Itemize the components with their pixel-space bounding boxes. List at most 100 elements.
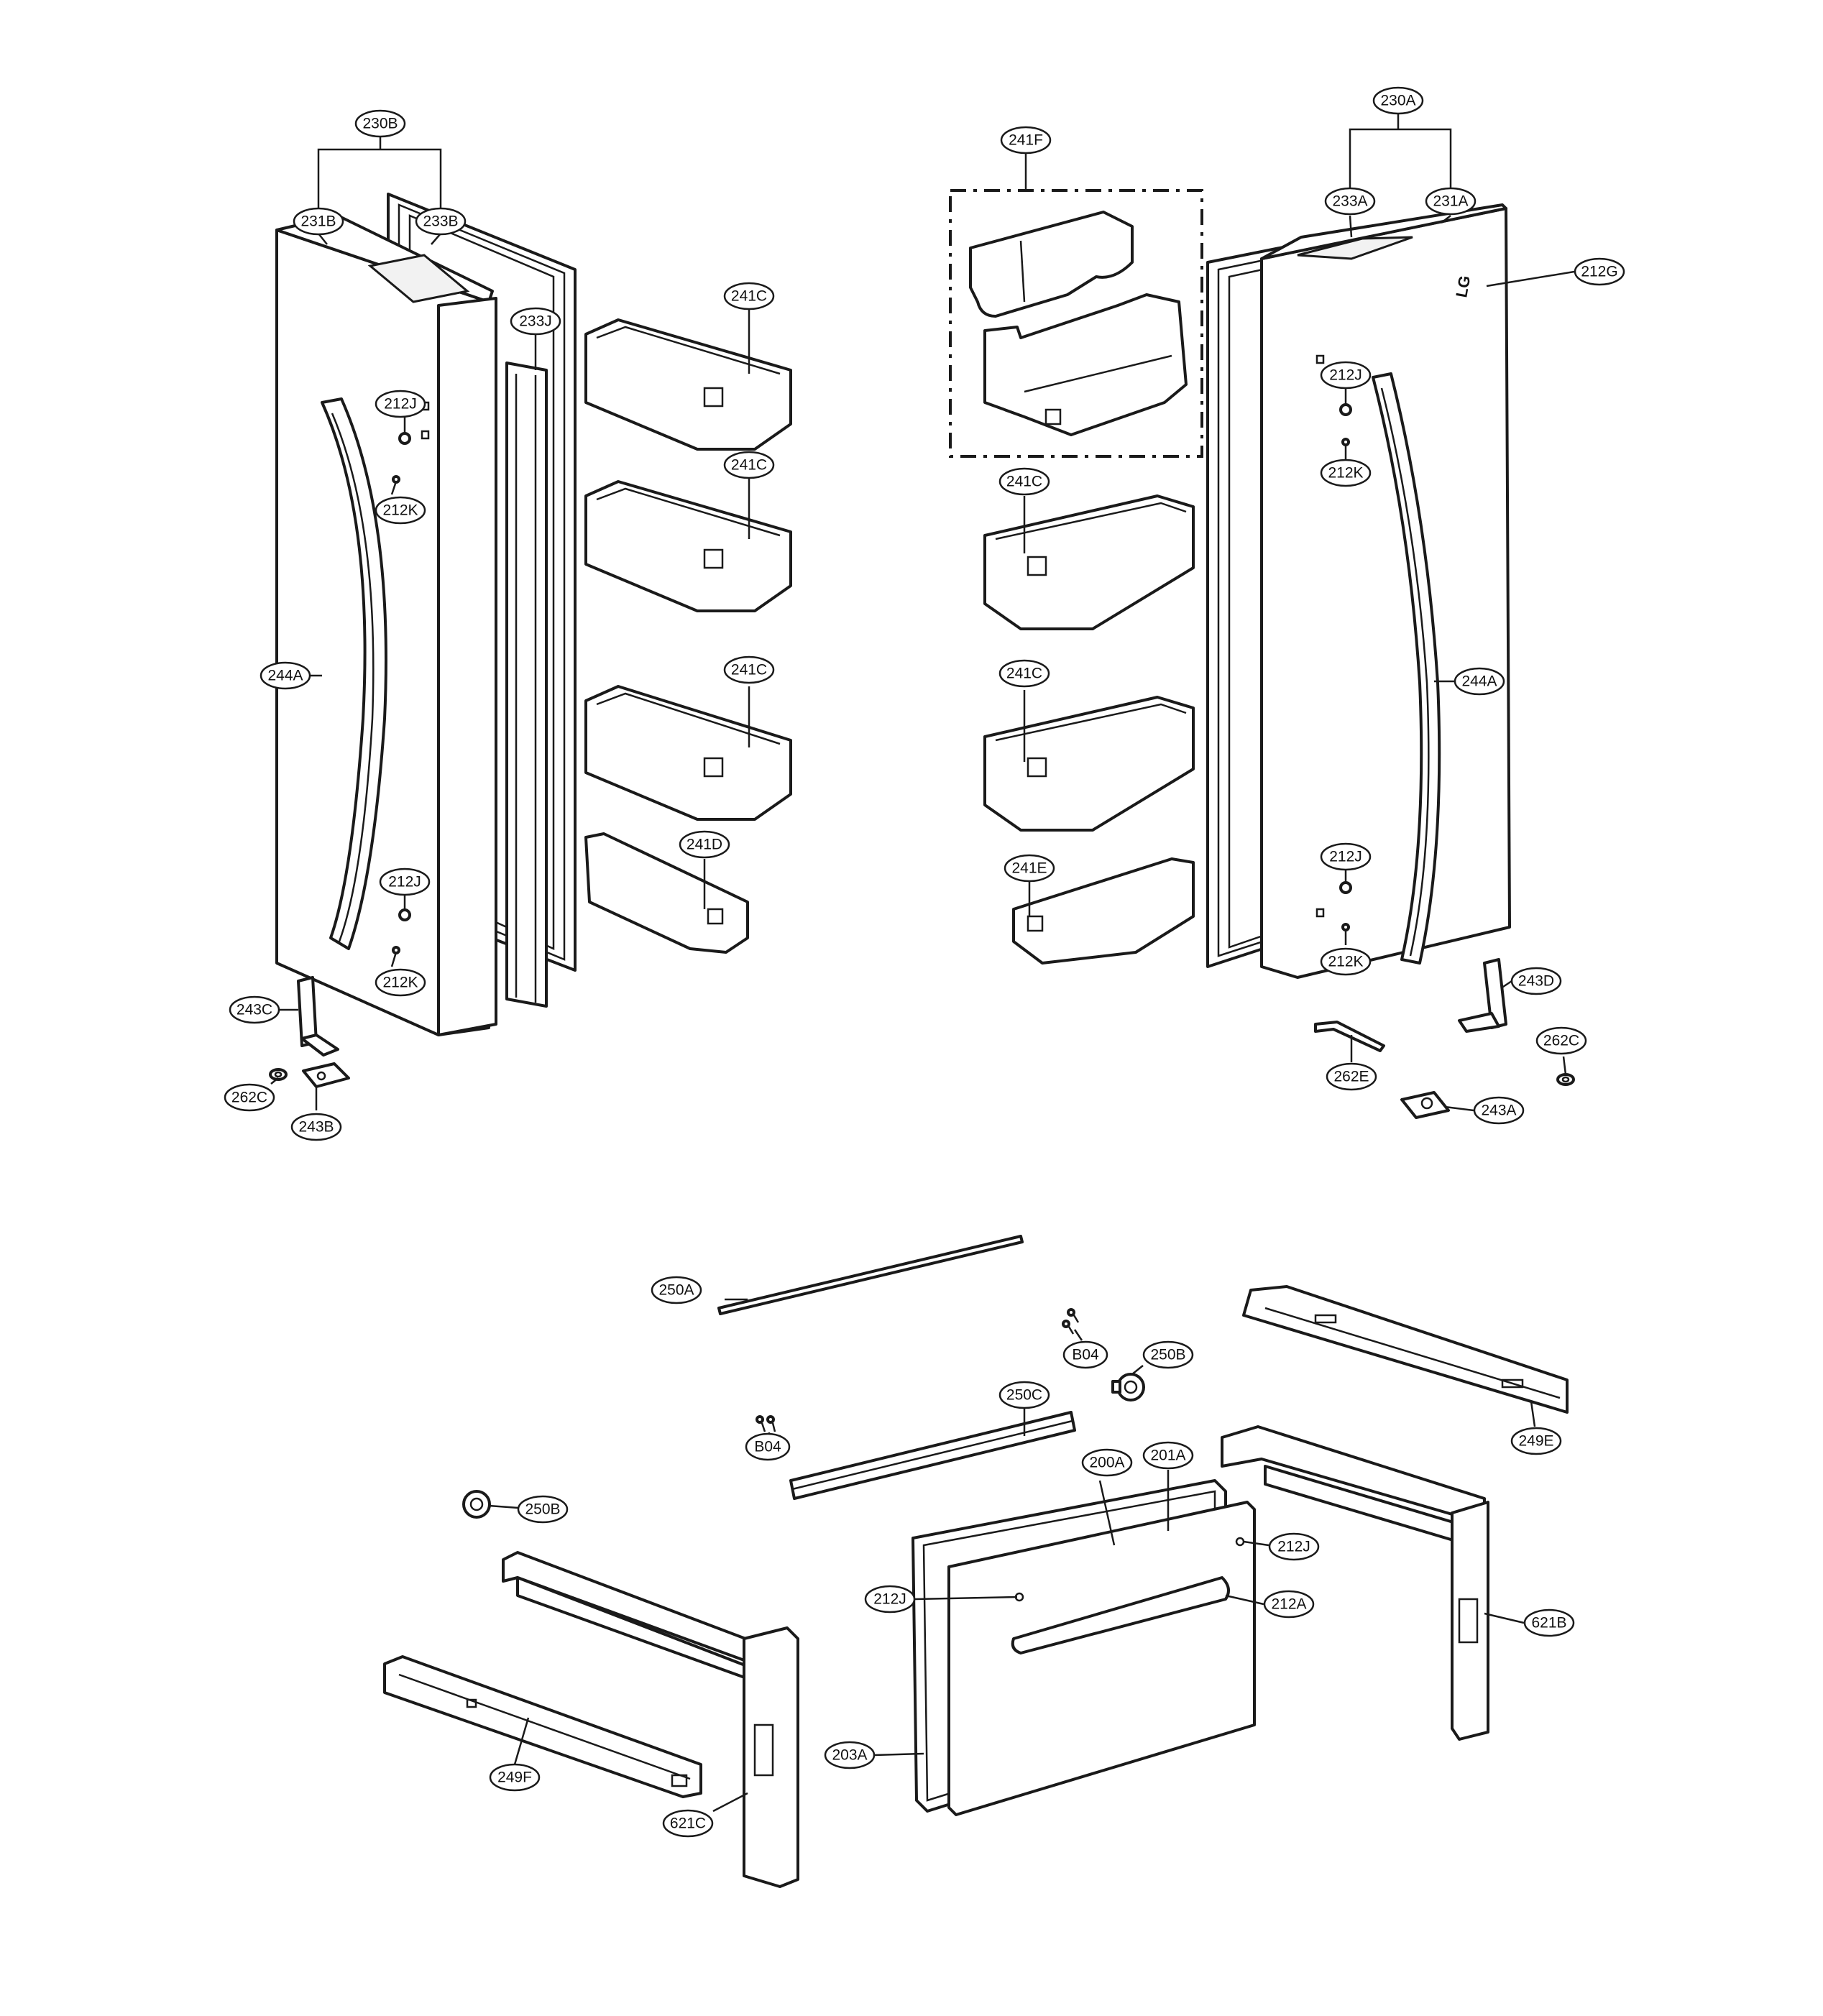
svg-text:241C: 241C bbox=[731, 662, 767, 678]
callout-262E: 262E bbox=[1326, 1062, 1377, 1091]
callout-212J-drawer-right: 212J bbox=[1268, 1532, 1320, 1561]
svg-text:212J: 212J bbox=[1277, 1539, 1310, 1555]
svg-text:203A: 203A bbox=[832, 1747, 867, 1764]
svg-text:243A: 243A bbox=[1481, 1103, 1516, 1119]
svg-text:241D: 241D bbox=[687, 837, 722, 853]
svg-text:243C: 243C bbox=[237, 1002, 272, 1018]
callout-212J-right-lower: 212J bbox=[1320, 842, 1372, 871]
right-bin-241E bbox=[1012, 857, 1195, 965]
svg-text:241C: 241C bbox=[731, 288, 767, 305]
svg-text:243B: 243B bbox=[298, 1119, 334, 1136]
svg-text:212K: 212K bbox=[382, 502, 418, 519]
callout-241D: 241D bbox=[679, 830, 730, 859]
svg-text:250B: 250B bbox=[525, 1501, 560, 1518]
right-lower-hinge-243D bbox=[1458, 958, 1507, 1033]
right-bin-1 bbox=[983, 494, 1195, 630]
svg-text:212G: 212G bbox=[1581, 264, 1617, 280]
rail-249F bbox=[383, 1655, 702, 1798]
callout-203A: 203A bbox=[824, 1741, 876, 1769]
bracket-621B bbox=[1221, 1425, 1489, 1741]
svg-text:621B: 621B bbox=[1531, 1615, 1566, 1631]
callout-250A: 250A bbox=[651, 1276, 702, 1304]
callout-212A: 212A bbox=[1263, 1590, 1315, 1619]
svg-text:212J: 212J bbox=[388, 874, 421, 890]
svg-text:212K: 212K bbox=[1328, 465, 1363, 482]
callout-212J-left-lower: 212J bbox=[379, 867, 431, 896]
callout-243C: 243C bbox=[229, 995, 280, 1024]
left-door-strip bbox=[505, 362, 548, 1008]
svg-text:249F: 249F bbox=[497, 1769, 532, 1786]
svg-text:244A: 244A bbox=[267, 668, 303, 684]
svg-text:212J: 212J bbox=[384, 396, 417, 413]
leader-lines bbox=[270, 114, 1575, 1813]
svg-text:262C: 262C bbox=[1543, 1033, 1579, 1049]
svg-text:241E: 241E bbox=[1011, 860, 1047, 877]
callout-243B: 243B bbox=[290, 1113, 342, 1141]
svg-text:241C: 241C bbox=[731, 457, 767, 474]
svg-text:230A: 230A bbox=[1380, 93, 1415, 109]
gear-250B-left bbox=[462, 1490, 491, 1519]
callout-244A-left: 244A bbox=[260, 661, 311, 690]
svg-text:212J: 212J bbox=[873, 1591, 906, 1608]
left-bin-2 bbox=[584, 480, 792, 612]
lg-logo: LG bbox=[1452, 274, 1474, 298]
callout-250C: 250C bbox=[998, 1381, 1050, 1409]
right-washer-262C bbox=[1556, 1073, 1575, 1086]
callout-241C-left-1: 241C bbox=[723, 282, 775, 310]
svg-text:250C: 250C bbox=[1006, 1387, 1042, 1404]
svg-text:212J: 212J bbox=[1329, 849, 1362, 865]
bar-250C bbox=[789, 1411, 1076, 1500]
callout-212K-right-lower: 212K bbox=[1320, 947, 1372, 976]
svg-text:212K: 212K bbox=[1328, 954, 1363, 970]
callout-243A: 243A bbox=[1473, 1096, 1525, 1125]
callout-243D: 243D bbox=[1510, 967, 1562, 995]
svg-text:B04: B04 bbox=[754, 1439, 781, 1455]
callout-233J: 233J bbox=[510, 307, 561, 336]
left-bin-241D bbox=[584, 832, 749, 954]
callout-201A: 201A bbox=[1142, 1441, 1194, 1470]
callout-200A: 200A bbox=[1081, 1448, 1133, 1477]
callout-B04-left: B04 bbox=[745, 1432, 791, 1461]
callout-262C-right: 262C bbox=[1535, 1026, 1587, 1055]
callout-212J-drawer-left: 212J bbox=[864, 1585, 916, 1614]
svg-text:241C: 241C bbox=[1006, 474, 1042, 490]
callout-212J-right-upper: 212J bbox=[1320, 361, 1372, 390]
callout-212J-left-upper: 212J bbox=[375, 390, 426, 418]
svg-text:262E: 262E bbox=[1333, 1069, 1369, 1085]
callout-B04-top: B04 bbox=[1062, 1340, 1108, 1369]
svg-text:250A: 250A bbox=[658, 1282, 694, 1299]
svg-text:233A: 233A bbox=[1332, 193, 1367, 210]
callout-233B: 233B bbox=[415, 207, 467, 236]
right-door: LG bbox=[1260, 203, 1511, 979]
callout-241C-left-3: 241C bbox=[723, 655, 775, 684]
svg-text:233J: 233J bbox=[519, 313, 552, 330]
callout-231B: 231B bbox=[293, 207, 344, 236]
svg-text:250B: 250B bbox=[1150, 1347, 1185, 1363]
svg-text:212J: 212J bbox=[1329, 367, 1362, 384]
svg-text:243D: 243D bbox=[1518, 973, 1554, 990]
left-door bbox=[275, 214, 497, 1036]
callouts: 230B 231B 233B 233J 212J 212K 244A 212J … bbox=[224, 86, 1625, 1838]
svg-text:201A: 201A bbox=[1150, 1447, 1185, 1464]
callout-212K-left-lower: 212K bbox=[375, 968, 426, 997]
callout-230A: 230A bbox=[1372, 86, 1424, 115]
screw-B04-left bbox=[756, 1415, 776, 1432]
svg-text:262C: 262C bbox=[231, 1090, 267, 1106]
drawer-front-201A bbox=[947, 1501, 1256, 1816]
callout-231A: 231A bbox=[1425, 187, 1477, 216]
gear-250B-top bbox=[1111, 1373, 1145, 1401]
right-hinge-243A bbox=[1400, 1091, 1450, 1119]
svg-text:230B: 230B bbox=[362, 116, 398, 132]
callout-262C-left: 262C bbox=[224, 1083, 275, 1112]
left-bin-1 bbox=[584, 318, 792, 451]
svg-text:241C: 241C bbox=[1006, 666, 1042, 682]
callout-250B-top: 250B bbox=[1142, 1340, 1194, 1369]
callout-621C: 621C bbox=[662, 1809, 714, 1838]
svg-text:B04: B04 bbox=[1072, 1347, 1099, 1363]
callout-249E: 249E bbox=[1510, 1427, 1562, 1455]
svg-text:244A: 244A bbox=[1461, 673, 1497, 690]
svg-text:212K: 212K bbox=[382, 975, 418, 991]
dispenser-bin bbox=[983, 293, 1188, 436]
callout-249F: 249F bbox=[489, 1763, 541, 1792]
